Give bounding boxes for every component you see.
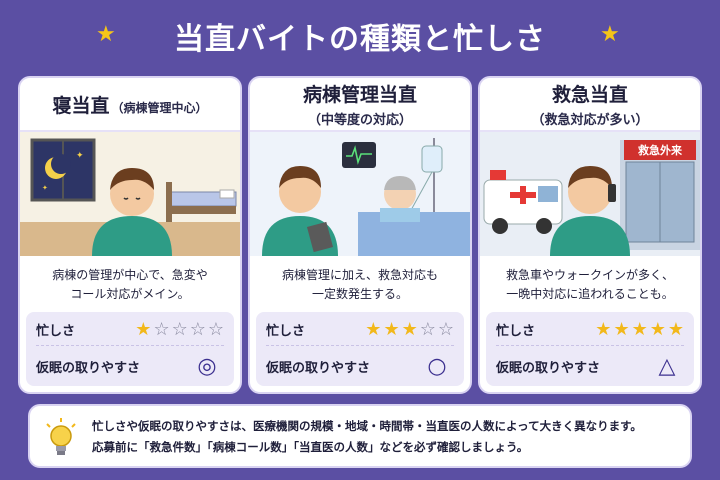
card-illustration: ✦ ✦: [20, 132, 240, 256]
card-title: 救急当直: [551, 84, 628, 106]
bed-icon: [166, 182, 237, 232]
star-filled-icon: ★: [667, 318, 684, 340]
star-filled-icon: ★: [135, 318, 152, 340]
nap-symbol: ◎: [197, 353, 217, 379]
busyness-row: 忙しさ ★★★☆☆: [266, 314, 454, 346]
doctor-icon: [262, 166, 338, 256]
star-filled-icon: ★: [595, 318, 612, 340]
card-subtitle: （病棟管理中心）: [111, 100, 208, 115]
card-header: 寝当直（病棟管理中心）: [20, 78, 240, 132]
busyness-label: 忙しさ: [496, 324, 536, 339]
nap-label: 仮眠の取りやすさ: [36, 360, 141, 376]
star-filled-icon: ★: [365, 318, 382, 340]
card-metrics: 忙しさ ★★★★★ 仮眠の取りやすさ △: [486, 312, 694, 386]
svg-text:✦: ✦: [42, 184, 48, 192]
star-filled-icon: ★: [401, 318, 418, 340]
star-decoration-icon: ★: [600, 22, 620, 47]
star-empty-icon: ☆: [189, 318, 206, 340]
busyness-stars: ★★★☆☆: [365, 318, 454, 340]
page-title-bar: 当直バイトの種類と忙しさ: [0, 10, 720, 62]
star-empty-icon: ☆: [153, 318, 170, 340]
card-title: 病棟管理当直: [302, 84, 417, 106]
page-title: 当直バイトの種類と忙しさ: [174, 22, 546, 57]
nap-label: 仮眠の取りやすさ: [266, 360, 371, 376]
monitor-icon: [342, 142, 376, 168]
busyness-stars: ★★★★★: [595, 318, 684, 340]
star-empty-icon: ☆: [437, 318, 454, 340]
card-illustration: [250, 132, 470, 256]
card-subtitle: （救急対応が多い）: [531, 113, 649, 128]
nap-row: 仮眠の取りやすさ △: [496, 350, 684, 382]
nap-label: 仮眠の取りやすさ: [496, 360, 601, 376]
star-empty-icon: ☆: [171, 318, 188, 340]
card-description: 病棟管理に加え、救急対応も 一定数発生する。: [281, 268, 438, 301]
busyness-stars: ★☆☆☆☆: [135, 318, 224, 340]
ambulance-icon: [483, 170, 563, 234]
svg-text:✦: ✦: [76, 151, 84, 161]
card-byoto-kanri-touchoku: 病棟管理当直 （中等度の対応）: [248, 76, 472, 394]
nap-row: 仮眠の取りやすさ ○: [266, 350, 454, 382]
star-filled-icon: ★: [383, 318, 400, 340]
star-filled-icon: ★: [649, 318, 666, 340]
note-line-2: 応募前に「救急件数」「病棟コール数」「当直医の人数」などを必ず確認しましょう。: [92, 440, 529, 454]
info-note: 忙しさや仮眠の取りやすさは、医療機関の規模・地域・時間帯・当直医の人数によって大…: [28, 404, 692, 468]
star-filled-icon: ★: [613, 318, 630, 340]
card-ne-touchoku: 寝当直（病棟管理中心） ✦ ✦: [18, 76, 242, 394]
er-sign-text: 救急外来: [638, 143, 683, 157]
er-sign: [624, 140, 696, 160]
star-filled-icon: ★: [631, 318, 648, 340]
card-metrics: 忙しさ ★☆☆☆☆ 仮眠の取りやすさ ◎: [26, 312, 234, 386]
card-description: 病棟の管理が中心で、急変や コール対応がメイン。: [52, 268, 208, 301]
nap-symbol: △: [658, 353, 676, 379]
star-empty-icon: ☆: [419, 318, 436, 340]
patient-icon: [358, 176, 470, 256]
lightbulb-icon: [46, 418, 76, 455]
star-empty-icon: ☆: [207, 318, 224, 340]
doctor-phone-icon: [550, 166, 630, 256]
card-kyukyu-touchoku: 救急当直 （救急対応が多い） 救急外来: [478, 76, 702, 394]
card-illustration: 救急外来: [480, 132, 700, 256]
nap-symbol: ○: [427, 353, 447, 379]
doctor-icon: [92, 168, 172, 256]
card-subtitle: （中等度の対応）: [307, 113, 412, 128]
note-line-1: 忙しさや仮眠の取りやすさは、医療機関の規模・地域・時間帯・当直医の人数によって大…: [92, 419, 642, 433]
nap-row: 仮眠の取りやすさ ◎: [36, 350, 224, 382]
card-metrics: 忙しさ ★★★☆☆ 仮眠の取りやすさ ○: [256, 312, 464, 386]
card-description: 救急車やウォークインが多く、 一晩中対応に追われることも。: [505, 268, 674, 301]
star-decoration-icon: ★: [96, 22, 116, 47]
busyness-row: 忙しさ ★☆☆☆☆: [36, 314, 224, 346]
busyness-row: 忙しさ ★★★★★: [496, 314, 684, 346]
busyness-label: 忙しさ: [36, 324, 76, 339]
card-header: 病棟管理当直 （中等度の対応）: [250, 78, 470, 132]
busyness-label: 忙しさ: [266, 324, 306, 339]
moon-icon: ✦ ✦: [30, 138, 96, 202]
card-title: 寝当直: [52, 94, 110, 117]
card-header: 救急当直 （救急対応が多い）: [480, 78, 700, 132]
